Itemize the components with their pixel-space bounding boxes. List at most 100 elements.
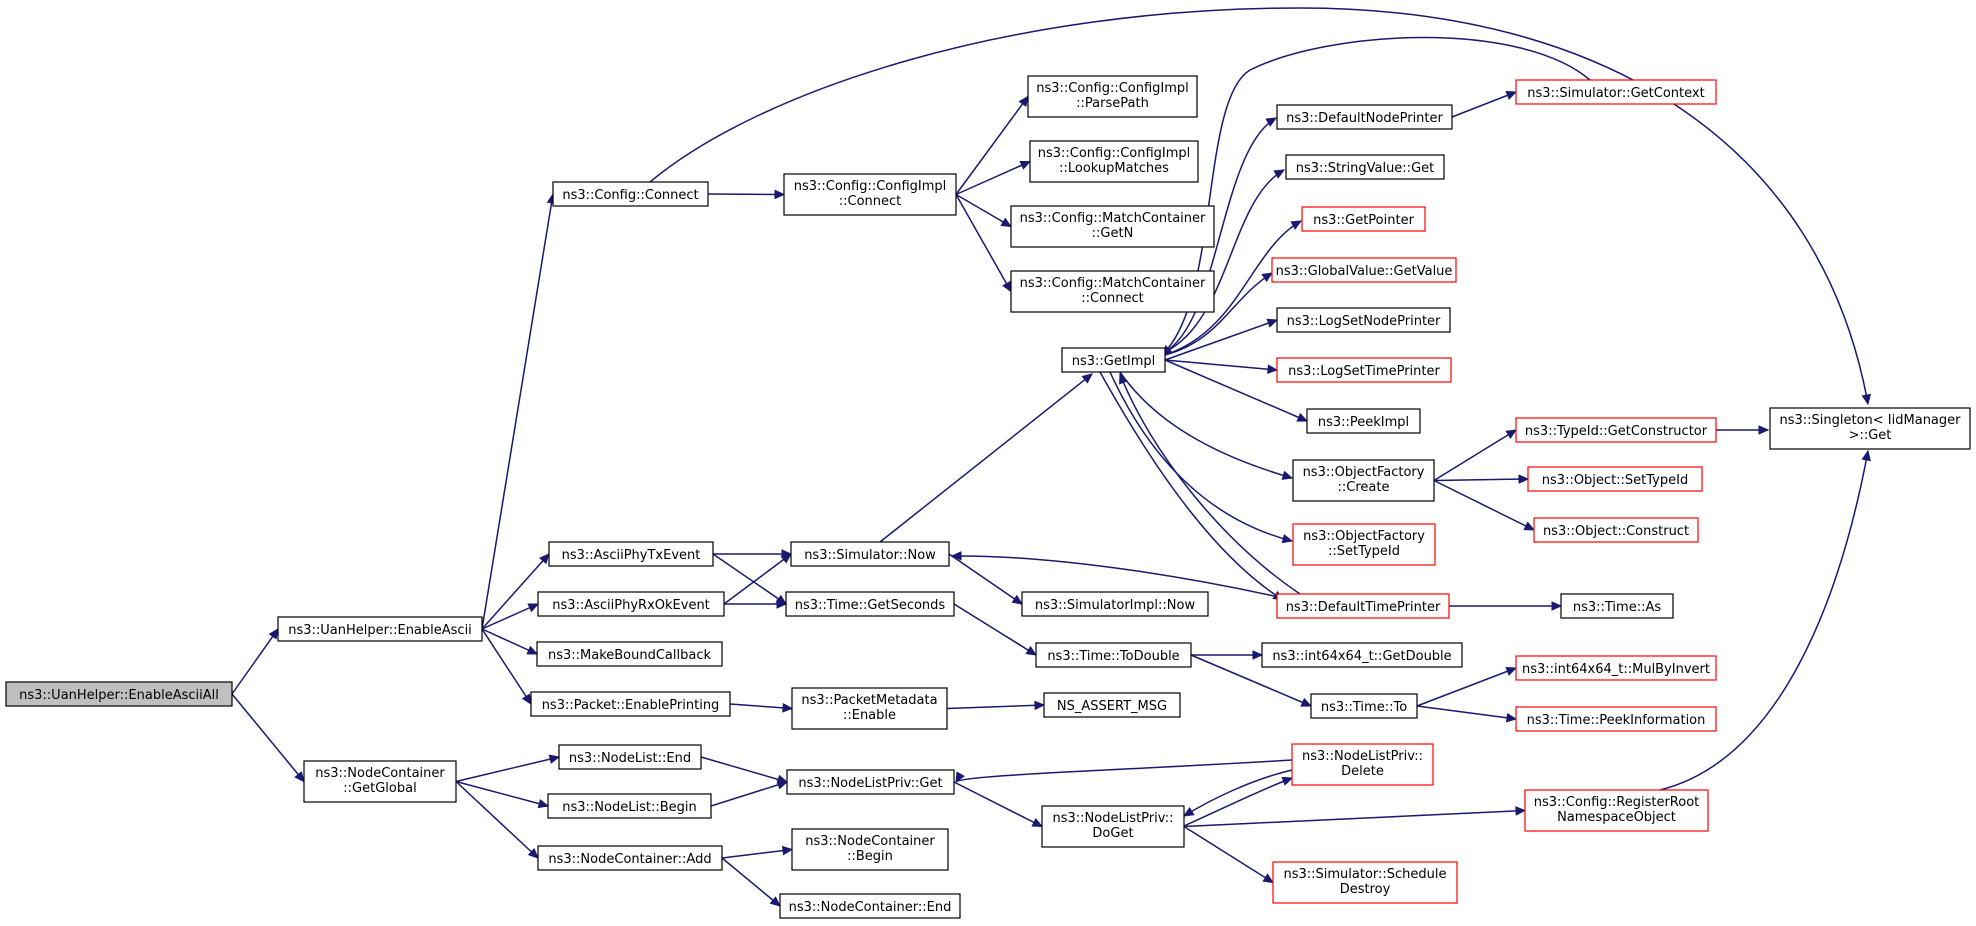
node-box-enableAscii[interactable] <box>277 616 483 642</box>
node-gvGetValue[interactable]: ns3::GlobalValue::GetValue <box>1271 257 1457 283</box>
node-cfgImplConnect[interactable]: ns3::Config::ConfigImpl::Connect <box>783 173 957 216</box>
node-box-nlEnd[interactable] <box>558 744 702 770</box>
node-pktPrint[interactable]: ns3::Packet::EnablePrinting <box>530 691 731 717</box>
node-timeGetSec[interactable]: ns3::Time::GetSeconds <box>785 591 955 617</box>
node-box-getDouble[interactable] <box>1261 642 1463 668</box>
node-mulByInv[interactable]: ns3::int64x64_t::MulByInvert <box>1515 655 1717 681</box>
node-box-strValGet[interactable] <box>1285 154 1445 180</box>
node-box-nlpDoGet[interactable] <box>1041 805 1185 848</box>
node-box-timeGetSec[interactable] <box>785 591 955 617</box>
node-box-ncEnd[interactable] <box>779 893 961 919</box>
node-box-gvGetValue[interactable] <box>1271 257 1457 283</box>
node-box-timeTo[interactable] <box>1310 693 1418 719</box>
node-box-pktPrint[interactable] <box>530 691 731 717</box>
node-box-nlpDelete[interactable] <box>1291 743 1434 786</box>
node-ofCreate[interactable]: ns3::ObjectFactory::Create <box>1292 459 1435 502</box>
node-box-parsePath[interactable] <box>1027 75 1198 118</box>
node-box-mcGetN[interactable] <box>1010 205 1215 248</box>
node-phyRxOk[interactable]: ns3::AsciiPhyRxOkEvent <box>537 591 725 617</box>
node-box-defNodePr[interactable] <box>1276 104 1453 130</box>
node-logSetNode[interactable]: ns3::LogSetNodePrinter <box>1276 307 1451 333</box>
node-box-objSetType[interactable] <box>1527 466 1703 492</box>
node-peekInfo[interactable]: ns3::Time::PeekInformation <box>1515 706 1717 732</box>
node-singleton[interactable]: ns3::Singleton< IidManager >::Get <box>1769 407 1971 450</box>
node-strValGet[interactable]: ns3::StringValue::Get <box>1285 154 1445 180</box>
node-box-phyRxOk[interactable] <box>537 591 725 617</box>
node-ncBegin[interactable]: ns3::NodeContainer::Begin <box>791 828 949 871</box>
node-getDouble[interactable]: ns3::int64x64_t::GetDouble <box>1261 642 1463 668</box>
node-box-regRoot[interactable] <box>1524 789 1709 832</box>
node-box-toDouble[interactable] <box>1035 642 1192 668</box>
node-defTimePr[interactable]: ns3::DefaultTimePrinter <box>1276 593 1450 619</box>
node-box-objConstruct[interactable] <box>1533 517 1699 543</box>
node-cfgConnect[interactable]: ns3::Config::Connect <box>552 181 709 207</box>
node-timeTo[interactable]: ns3::Time::To <box>1310 693 1418 719</box>
node-box-simGetCtx[interactable] <box>1515 79 1717 105</box>
node-box-simNow[interactable] <box>790 541 950 567</box>
node-box-getImpl[interactable] <box>1061 347 1166 373</box>
node-nlpDoGet[interactable]: ns3::NodeListPriv::DoGet <box>1041 805 1185 848</box>
node-toDouble[interactable]: ns3::Time::ToDouble <box>1035 642 1192 668</box>
node-objConstruct[interactable]: ns3::Object::Construct <box>1533 517 1699 543</box>
node-ncEnd[interactable]: ns3::NodeContainer::End <box>779 893 961 919</box>
node-box-getPointer[interactable] <box>1301 206 1426 232</box>
node-box-phyTx[interactable] <box>548 541 714 567</box>
node-box-singleton[interactable] <box>1769 407 1971 450</box>
node-nsAssert[interactable]: NS_ASSERT_MSG <box>1043 692 1181 718</box>
node-phyTx[interactable]: ns3::AsciiPhyTxEvent <box>548 541 714 567</box>
node-nlpGet[interactable]: ns3::NodeListPriv::Get <box>786 769 955 795</box>
node-box-peekInfo[interactable] <box>1515 706 1717 732</box>
node-box-root[interactable] <box>5 681 233 707</box>
node-timeAs[interactable]: ns3::Time::As <box>1560 593 1674 619</box>
node-mcConnect[interactable]: ns3::Config::MatchContainer::Connect <box>1010 270 1215 313</box>
node-tidGetCtor[interactable]: ns3::TypeId::GetConstructor <box>1515 417 1717 443</box>
node-box-ofCreate[interactable] <box>1292 459 1435 502</box>
node-box-cfgImplConnect[interactable] <box>783 173 957 216</box>
node-box-ncAdd[interactable] <box>537 845 723 871</box>
node-defNodePr[interactable]: ns3::DefaultNodePrinter <box>1276 104 1453 130</box>
node-box-schedDestroy[interactable] <box>1272 861 1458 904</box>
node-mkBound[interactable]: ns3::MakeBoundCallback <box>536 641 723 667</box>
node-box-simImplNow[interactable] <box>1021 591 1209 617</box>
node-box-timeAs[interactable] <box>1560 593 1674 619</box>
node-nlEnd[interactable]: ns3::NodeList::End <box>558 744 702 770</box>
node-box-lookup[interactable] <box>1029 140 1199 183</box>
node-objSetType[interactable]: ns3::Object::SetTypeId <box>1527 466 1703 492</box>
node-ncGlobal[interactable]: ns3::NodeContainer::GetGlobal <box>303 760 457 803</box>
node-root[interactable]: ns3::UanHelper::EnableAsciiAll <box>5 681 233 707</box>
node-box-ofSetType[interactable] <box>1292 523 1436 566</box>
node-simImplNow[interactable]: ns3::SimulatorImpl::Now <box>1021 591 1209 617</box>
node-simNow[interactable]: ns3::Simulator::Now <box>790 541 950 567</box>
node-box-cfgConnect[interactable] <box>552 181 709 207</box>
node-box-mkBound[interactable] <box>536 641 723 667</box>
node-simGetCtx[interactable]: ns3::Simulator::GetContext <box>1515 79 1717 105</box>
node-ncAdd[interactable]: ns3::NodeContainer::Add <box>537 845 723 871</box>
node-ofSetType[interactable]: ns3::ObjectFactory::SetTypeId <box>1292 523 1436 566</box>
node-box-pmEnable[interactable] <box>791 687 948 730</box>
node-box-mcConnect[interactable] <box>1010 270 1215 313</box>
node-getPointer[interactable]: ns3::GetPointer <box>1301 206 1426 232</box>
node-lookup[interactable]: ns3::Config::ConfigImpl::LookupMatches <box>1029 140 1199 183</box>
node-box-mulByInv[interactable] <box>1515 655 1717 681</box>
node-pmEnable[interactable]: ns3::PacketMetadata::Enable <box>791 687 948 730</box>
node-parsePath[interactable]: ns3::Config::ConfigImpl::ParsePath <box>1027 75 1198 118</box>
node-box-logSetTime[interactable] <box>1276 357 1452 383</box>
node-box-logSetNode[interactable] <box>1276 307 1451 333</box>
node-enableAscii[interactable]: ns3::UanHelper::EnableAscii <box>277 616 483 642</box>
node-box-nlpGet[interactable] <box>786 769 955 795</box>
node-box-ncGlobal[interactable] <box>303 760 457 803</box>
node-box-nsAssert[interactable] <box>1043 692 1181 718</box>
node-peekImpl[interactable]: ns3::PeekImpl <box>1306 408 1421 434</box>
node-logSetTime[interactable]: ns3::LogSetTimePrinter <box>1276 357 1452 383</box>
node-box-ncBegin[interactable] <box>791 828 949 871</box>
node-mcGetN[interactable]: ns3::Config::MatchContainer::GetN <box>1010 205 1215 248</box>
node-box-nlBegin[interactable] <box>547 793 712 819</box>
node-getImpl[interactable]: ns3::GetImpl <box>1061 347 1166 373</box>
node-box-tidGetCtor[interactable] <box>1515 417 1717 443</box>
node-nlBegin[interactable]: ns3::NodeList::Begin <box>547 793 712 819</box>
node-box-defTimePr[interactable] <box>1276 593 1450 619</box>
node-box-peekImpl[interactable] <box>1306 408 1421 434</box>
node-nlpDelete[interactable]: ns3::NodeListPriv::Delete <box>1291 743 1434 786</box>
